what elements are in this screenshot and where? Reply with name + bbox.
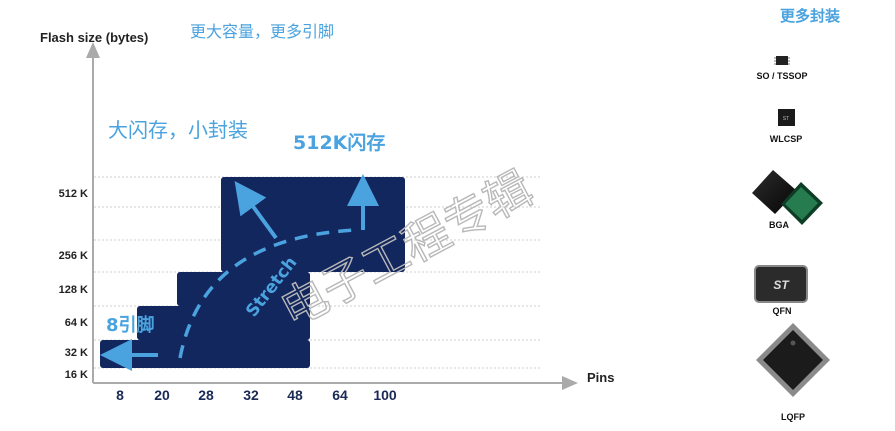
x-tick-label: 28 [198,387,214,403]
coverage-region [100,340,310,368]
package-label: SO / TSSOP [756,71,807,81]
svg-text:ST: ST [783,116,789,122]
package-label: QFN [773,306,792,316]
packages-title: 更多封装 [780,7,841,25]
y-tick-label: 64 K [65,317,88,329]
y-tick-label: 32 K [65,347,88,359]
headline-text: 更大容量，更多引脚 [190,22,334,41]
y-tick-label: 256 K [59,250,88,262]
coverage-region [137,306,310,340]
package-label: LQFP [781,412,805,422]
x-tick-label: 64 [332,387,348,403]
x-tick-label: 20 [154,387,170,403]
x-tick-label: 48 [287,387,303,403]
qfn-chip-icon: ST [754,265,808,303]
y-axis-arrow [86,42,100,58]
package-label: BGA [769,220,790,230]
x-axis-title: Pins [587,370,614,385]
stretch-arc [178,228,356,359]
coverage-region [177,272,310,306]
y-axis-title: Flash size (bytes) [40,30,148,45]
x-tick-label: 8 [116,387,124,403]
x-axis-arrow [562,376,578,390]
wlcsp-chip-icon: ST [778,109,795,126]
package-label: WLCSP [770,134,803,144]
so-tssop-chip-icon [774,56,790,65]
pins-8-text: 8引脚 [106,315,155,336]
x-tick-label: 100 [373,387,397,403]
flash-512k-text: 512K闪存 [293,131,385,154]
bga-chip-icon [752,170,823,225]
small-package-text: 大闪存，小封装 [108,118,248,142]
arrow-diagonal [234,181,278,240]
y-tick-label: 16 K [65,369,88,381]
y-tick-label: 128 K [59,284,88,296]
x-tick-label: 32 [243,387,259,403]
svg-text:ST: ST [773,278,790,292]
lqfp-chip-icon [756,323,830,397]
y-tick-label: 512 K [59,188,88,200]
